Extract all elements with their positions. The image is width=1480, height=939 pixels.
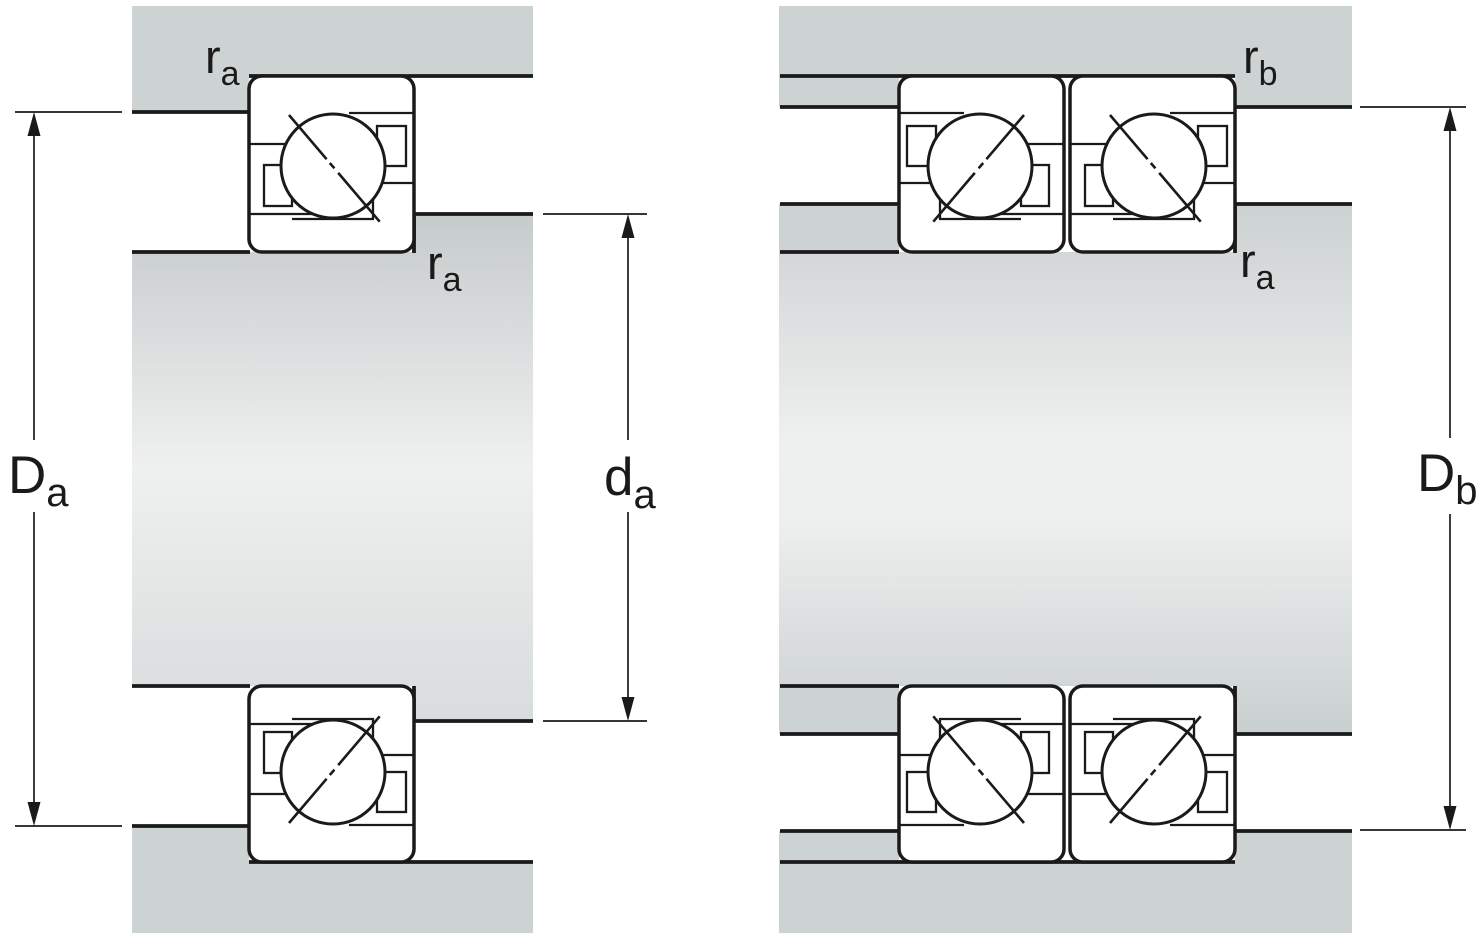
- bearing-cross-section-bottom: [247, 684, 416, 864]
- spacer-ring-bottom-inner: [779, 686, 899, 734]
- bearing-pair-bottom-right: [1068, 684, 1237, 864]
- arrow-up-icon: [27, 112, 41, 136]
- arrow-down-icon: [27, 802, 41, 826]
- shaft-section: [132, 214, 533, 721]
- bearing-pair-bottom-left: [897, 684, 1066, 864]
- dimension-Da: Da: [8, 111, 122, 827]
- paired-bearing-arrangement: Db rb ra: [779, 6, 1478, 933]
- spacer-bottom-inner-lines: [780, 684, 899, 736]
- housing-top-section: [779, 6, 1352, 107]
- arrow-up-icon: [1443, 107, 1457, 131]
- label-ra-housing: ra: [205, 30, 240, 93]
- spacer-ring-top-outer: [779, 76, 899, 107]
- bearing-cross-section-top: [247, 74, 416, 254]
- dim-label-Db: Db: [1417, 444, 1478, 513]
- label-ra-shaft: ra: [427, 236, 462, 299]
- housing-bottom-section: [779, 831, 1352, 933]
- bearing-pair-top-right: [1068, 74, 1237, 254]
- spacer-top-inner-lines: [780, 202, 899, 254]
- spacer-ring-bottom-outer: [779, 831, 899, 862]
- shaft-section: [779, 204, 1352, 734]
- single-bearing-arrangement: Da da ra ra: [8, 6, 656, 933]
- label-ra-shaft: ra: [1240, 234, 1275, 297]
- dimension-da: da: [543, 213, 656, 722]
- arrow-down-icon: [1443, 806, 1457, 830]
- dim-label-Da: Da: [8, 446, 69, 515]
- dim-label-da: da: [604, 448, 656, 517]
- dimension-Db: Db: [1360, 106, 1478, 831]
- arrow-up-icon: [621, 214, 635, 238]
- bearing-pair-top-left: [897, 74, 1066, 254]
- spacer-ring-top-inner: [779, 204, 899, 252]
- housing-top-section: [132, 6, 533, 112]
- housing-bottom-section: [132, 826, 533, 933]
- arrow-down-icon: [621, 697, 635, 721]
- label-rb-housing: rb: [1243, 30, 1278, 93]
